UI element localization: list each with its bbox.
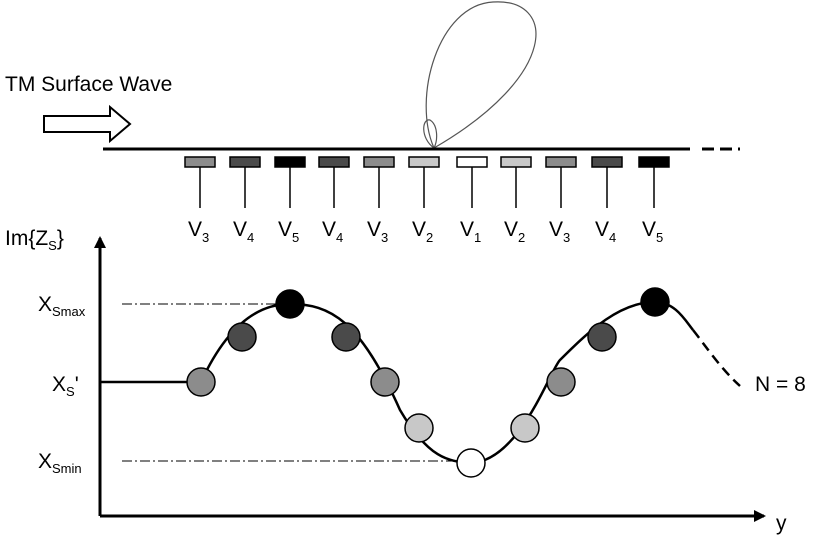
n-label: N = 8	[755, 373, 806, 396]
voltage-label-5: V3	[367, 218, 388, 245]
sample-point-7	[456, 448, 486, 478]
radiation-lobe-icon	[423, 1, 537, 149]
sample-points	[186, 287, 670, 478]
voltage-label-11: V5	[642, 218, 663, 245]
voltage-label-9: V3	[549, 218, 570, 245]
voltage-label-6: V2	[412, 218, 433, 245]
element-rect-10	[591, 156, 623, 168]
element-rect-5	[363, 156, 395, 168]
element-rect-3	[274, 156, 306, 168]
x-axis-label: y	[776, 512, 787, 535]
sample-point-11	[640, 287, 670, 317]
voltage-label-8: V2	[504, 218, 525, 245]
element-rect-6	[408, 156, 440, 168]
voltage-label-2: V4	[233, 218, 254, 245]
sample-point-10	[587, 322, 617, 352]
y-axis-label: Im{ZS}	[5, 227, 64, 253]
sample-point-4	[331, 322, 361, 352]
element-rect-7	[456, 156, 488, 168]
element-rect-9	[545, 156, 577, 168]
hollow-right-arrow-icon	[43, 104, 132, 144]
sample-point-3	[275, 289, 305, 319]
modulation-curve-continuation	[692, 329, 741, 387]
element-rect-4	[318, 156, 350, 168]
element-rect-11	[638, 156, 670, 168]
xs-average-label: XS'	[52, 373, 79, 399]
sample-point-8	[510, 413, 540, 443]
sample-point-2	[227, 322, 257, 352]
voltage-label-10: V4	[595, 218, 616, 245]
sample-point-5	[370, 367, 400, 397]
modulation-curve	[199, 300, 694, 465]
voltage-label-7: V1	[460, 218, 481, 245]
sample-point-9	[546, 367, 576, 397]
modulation-elements: V3 V4 V5 V4 V3 V2 V1 V2 V3 V4 V5	[184, 156, 670, 245]
element-rect-8	[500, 156, 532, 168]
wave-label: TM Surface Wave	[5, 73, 172, 96]
element-rect-1	[184, 156, 216, 168]
sample-point-1	[186, 367, 216, 397]
voltage-label-3: V5	[278, 218, 299, 245]
xs-min-label: XSmin	[38, 450, 82, 476]
voltage-label-4: V4	[322, 218, 343, 245]
voltage-label-1: V3	[188, 218, 209, 245]
xs-max-label: XSmax	[38, 293, 86, 319]
sample-point-6	[404, 413, 434, 443]
element-rect-2	[229, 156, 261, 168]
